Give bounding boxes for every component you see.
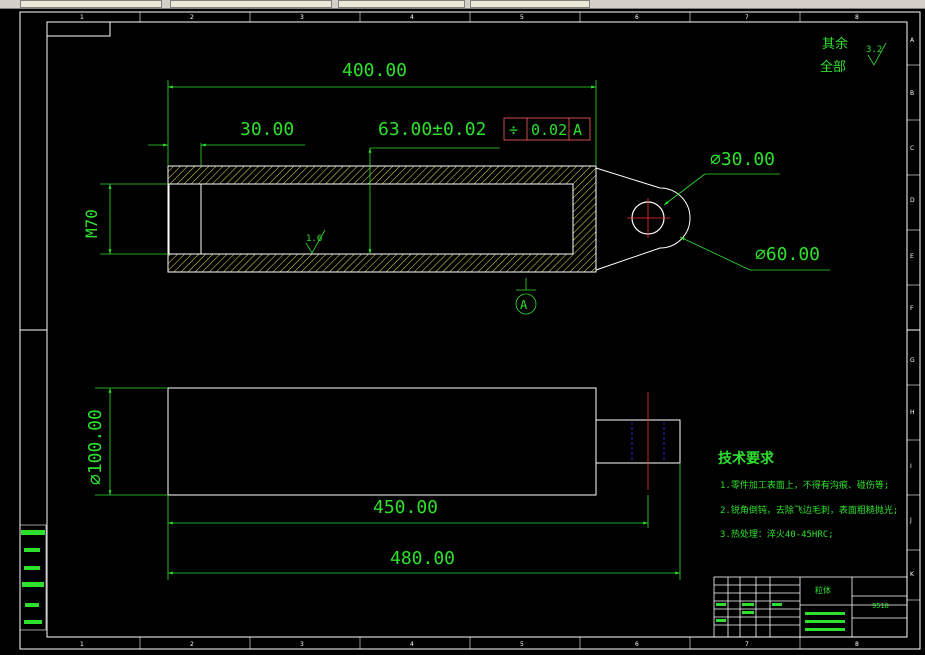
rest-note-line2: 全部 [820,59,846,75]
zone-labels-right: A B C D E F G H I J K [909,37,915,578]
zone-number: 1 [80,14,84,21]
dim-length-480: 480.00 [390,548,455,569]
dim-depth-63: 63.00±0.02 [378,119,486,140]
tolerance-frame: ÷ 0.02 A [503,117,591,141]
surface-finish-value: 3.2 [866,45,882,55]
zone-number: 3 [300,14,304,21]
zone-number: 4 [410,641,414,648]
tech-req-item: 2.锐角倒钝，去除飞边毛刺，表面粗糙抛光; [720,504,898,516]
zone-letter: E [910,253,914,260]
title-block-name: 粒体 [815,585,831,595]
zone-number: 5 [520,14,524,21]
zone-number: 6 [635,641,639,648]
dimension-lines [95,80,830,580]
zone-number: 7 [745,14,749,21]
zone-ticks [139,12,920,649]
drawing-border [19,11,921,650]
datum-label: A [520,298,528,312]
zone-letter: G [910,357,915,364]
title-block [713,576,908,638]
bottom-front-view[interactable] [167,387,681,496]
tolerance-value: 0.02 [531,121,567,139]
dim-boss-dia: ⌀60.00 [755,244,820,265]
surface-finish-symbol-rest: 3.2 其余 全部 [820,36,887,75]
toolbar-tab[interactable] [20,0,162,8]
dim-shoulder-30: 30.00 [240,119,294,140]
zone-number: 3 [300,641,304,648]
zone-number: 8 [855,641,859,648]
dim-hole-dia: ⌀30.00 [710,149,775,170]
toolbar-tab[interactable] [470,0,590,8]
zone-labels-top: 1 2 3 4 5 6 7 8 1 2 3 4 5 6 7 8 [80,14,859,648]
toolbar-tab[interactable] [338,0,465,8]
zone-letter: I [910,463,912,470]
surface-finish-value: 1.6 [306,234,322,244]
zone-number: 5 [520,641,524,648]
zone-letter: K [910,571,915,578]
tech-req-item: 3.热处理：淬火40-45HRC; [720,528,834,540]
tolerance-symbol: ÷ [509,121,518,139]
zone-letter: B [910,90,914,97]
zone-number: 2 [190,14,194,21]
zone-number: 6 [635,14,639,21]
surface-finish-symbol-bore: 1.6 [305,229,326,254]
zone-number: 2 [190,641,194,648]
technical-requirements: 技术要求 1.零件加工表面上，不得有沟痕、碰伤等; 2.锐角倒钝，去除飞边毛刺，… [718,450,898,540]
dim-length-400: 400.00 [342,60,407,81]
tech-req-title: 技术要求 [718,450,775,467]
tolerance-datum: A [573,121,582,139]
zone-number: 8 [855,14,859,21]
datum-circle [515,293,537,315]
dim-body-dia: ⌀100.00 [85,409,106,485]
toolbar-tab[interactable] [170,0,332,8]
left-title-strip [19,524,47,631]
title-block-fills [716,603,845,631]
zone-number: 1 [80,641,84,648]
zone-number: 7 [745,641,749,648]
zone-letter: D [910,197,915,204]
dim-thread-m70: M70 [82,209,101,238]
zone-letter: H [910,409,915,416]
zone-letter: A [910,37,915,44]
dim-length-450: 450.00 [373,497,438,518]
zone-letter: C [910,145,914,152]
zone-letter: F [910,305,914,312]
toolbar-strip [0,0,925,9]
zone-number: 4 [410,14,414,21]
top-section-view[interactable] [167,165,691,273]
tech-req-item: 1.零件加工表面上，不得有沟痕、碰伤等; [720,479,889,491]
rest-note-line1: 其余 [822,36,848,52]
zone-letter: J [909,517,912,524]
title-block-code: 9518 [872,602,889,610]
